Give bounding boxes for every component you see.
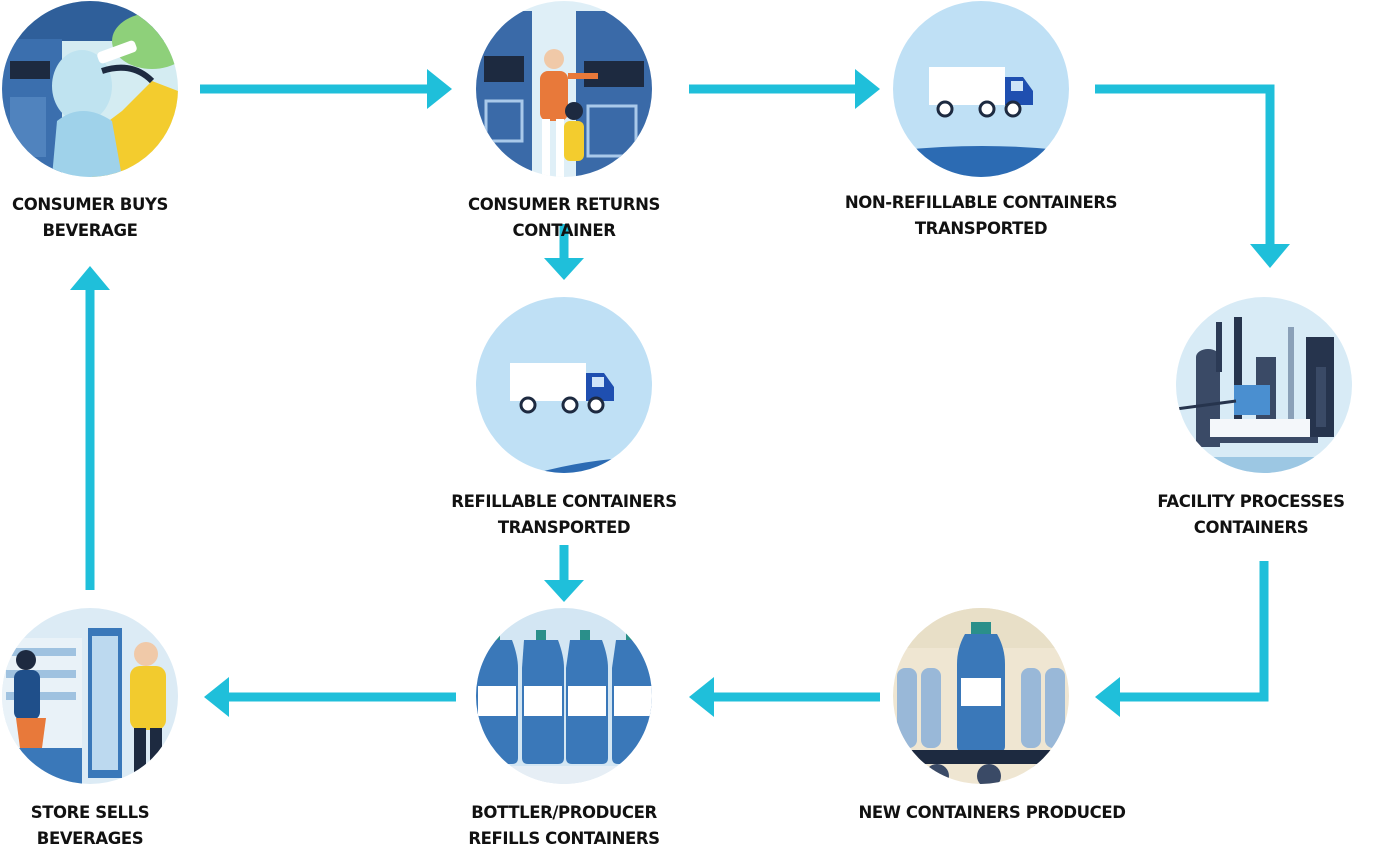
store-icon <box>2 608 178 784</box>
caption-line: BEVERAGES <box>36 829 144 848</box>
arrowhead-up <box>70 266 110 290</box>
step-refillable-transport-circle <box>476 297 652 473</box>
caption-refillable-transport: REFILLABLE CONTAINERS TRANSPORTED <box>414 489 714 541</box>
bottles-icon <box>476 608 652 784</box>
arrowhead-left <box>204 677 229 717</box>
arrow-facility-to-new <box>1118 561 1269 702</box>
caption-line: BOTTLER/PRODUCER <box>471 803 657 822</box>
bottle-production-icon <box>893 608 1069 784</box>
return-machine-icon <box>476 1 652 177</box>
caption-line: NON-REFILLABLE CONTAINERS <box>844 193 1118 212</box>
caption-new-containers: NEW CONTAINERS PRODUCED <box>842 800 1142 826</box>
caption-line: TRANSPORTED <box>497 518 631 537</box>
caption-store-sells: STORE SELLS BEVERAGES <box>0 800 240 852</box>
caption-consumer-buys: CONSUMER BUYS BEVERAGE <box>0 192 240 244</box>
caption-line: CONSUMER BUYS <box>12 195 168 214</box>
caption-line: CONTAINERS <box>1193 518 1309 537</box>
step-store-sells-circle <box>2 608 178 784</box>
step-bottler-refills-circle <box>476 608 652 784</box>
person-drinking-icon <box>2 1 178 177</box>
caption-facility: FACILITY PROCESSES CONTAINERS <box>1101 489 1378 541</box>
step-facility-circle <box>1176 297 1352 473</box>
caption-nonrefillable-transport: NON-REFILLABLE CONTAINERS TRANSPORTED <box>831 190 1131 242</box>
caption-line: CONSUMER RETURNS CONTAINER <box>468 195 660 240</box>
step-nonrefillable-transport-circle <box>893 1 1069 177</box>
arrowhead-left <box>1095 677 1120 717</box>
caption-line: REFILLS CONTAINERS <box>468 829 660 848</box>
caption-line: BEVERAGE <box>42 221 138 240</box>
caption-line: REFILLABLE CONTAINERS <box>451 492 677 511</box>
arrowhead-down <box>1250 244 1290 268</box>
arrow-nonrefillable-to-facility <box>1095 84 1275 246</box>
step-new-containers-circle <box>893 608 1069 784</box>
truck-icon <box>893 1 1069 177</box>
step-consumer-returns-circle <box>476 1 652 177</box>
truck-icon <box>476 297 652 473</box>
caption-bottler-refills: BOTTLER/PRODUCER REFILLS CONTAINERS <box>414 800 714 852</box>
caption-consumer-returns: CONSUMER RETURNS CONTAINER <box>414 192 714 244</box>
arrowhead-right <box>427 69 452 109</box>
arrowhead-right <box>855 69 880 109</box>
arrowhead-down <box>544 580 584 602</box>
caption-line: FACILITY PROCESSES <box>1157 492 1345 511</box>
caption-line: TRANSPORTED <box>914 219 1048 238</box>
factory-icon <box>1176 297 1352 473</box>
arrowhead-left <box>689 677 714 717</box>
caption-line: NEW CONTAINERS PRODUCED <box>858 803 1126 822</box>
step-consumer-buys-circle <box>2 1 178 177</box>
arrowhead-down <box>544 258 584 280</box>
caption-line: STORE SELLS <box>30 803 150 822</box>
